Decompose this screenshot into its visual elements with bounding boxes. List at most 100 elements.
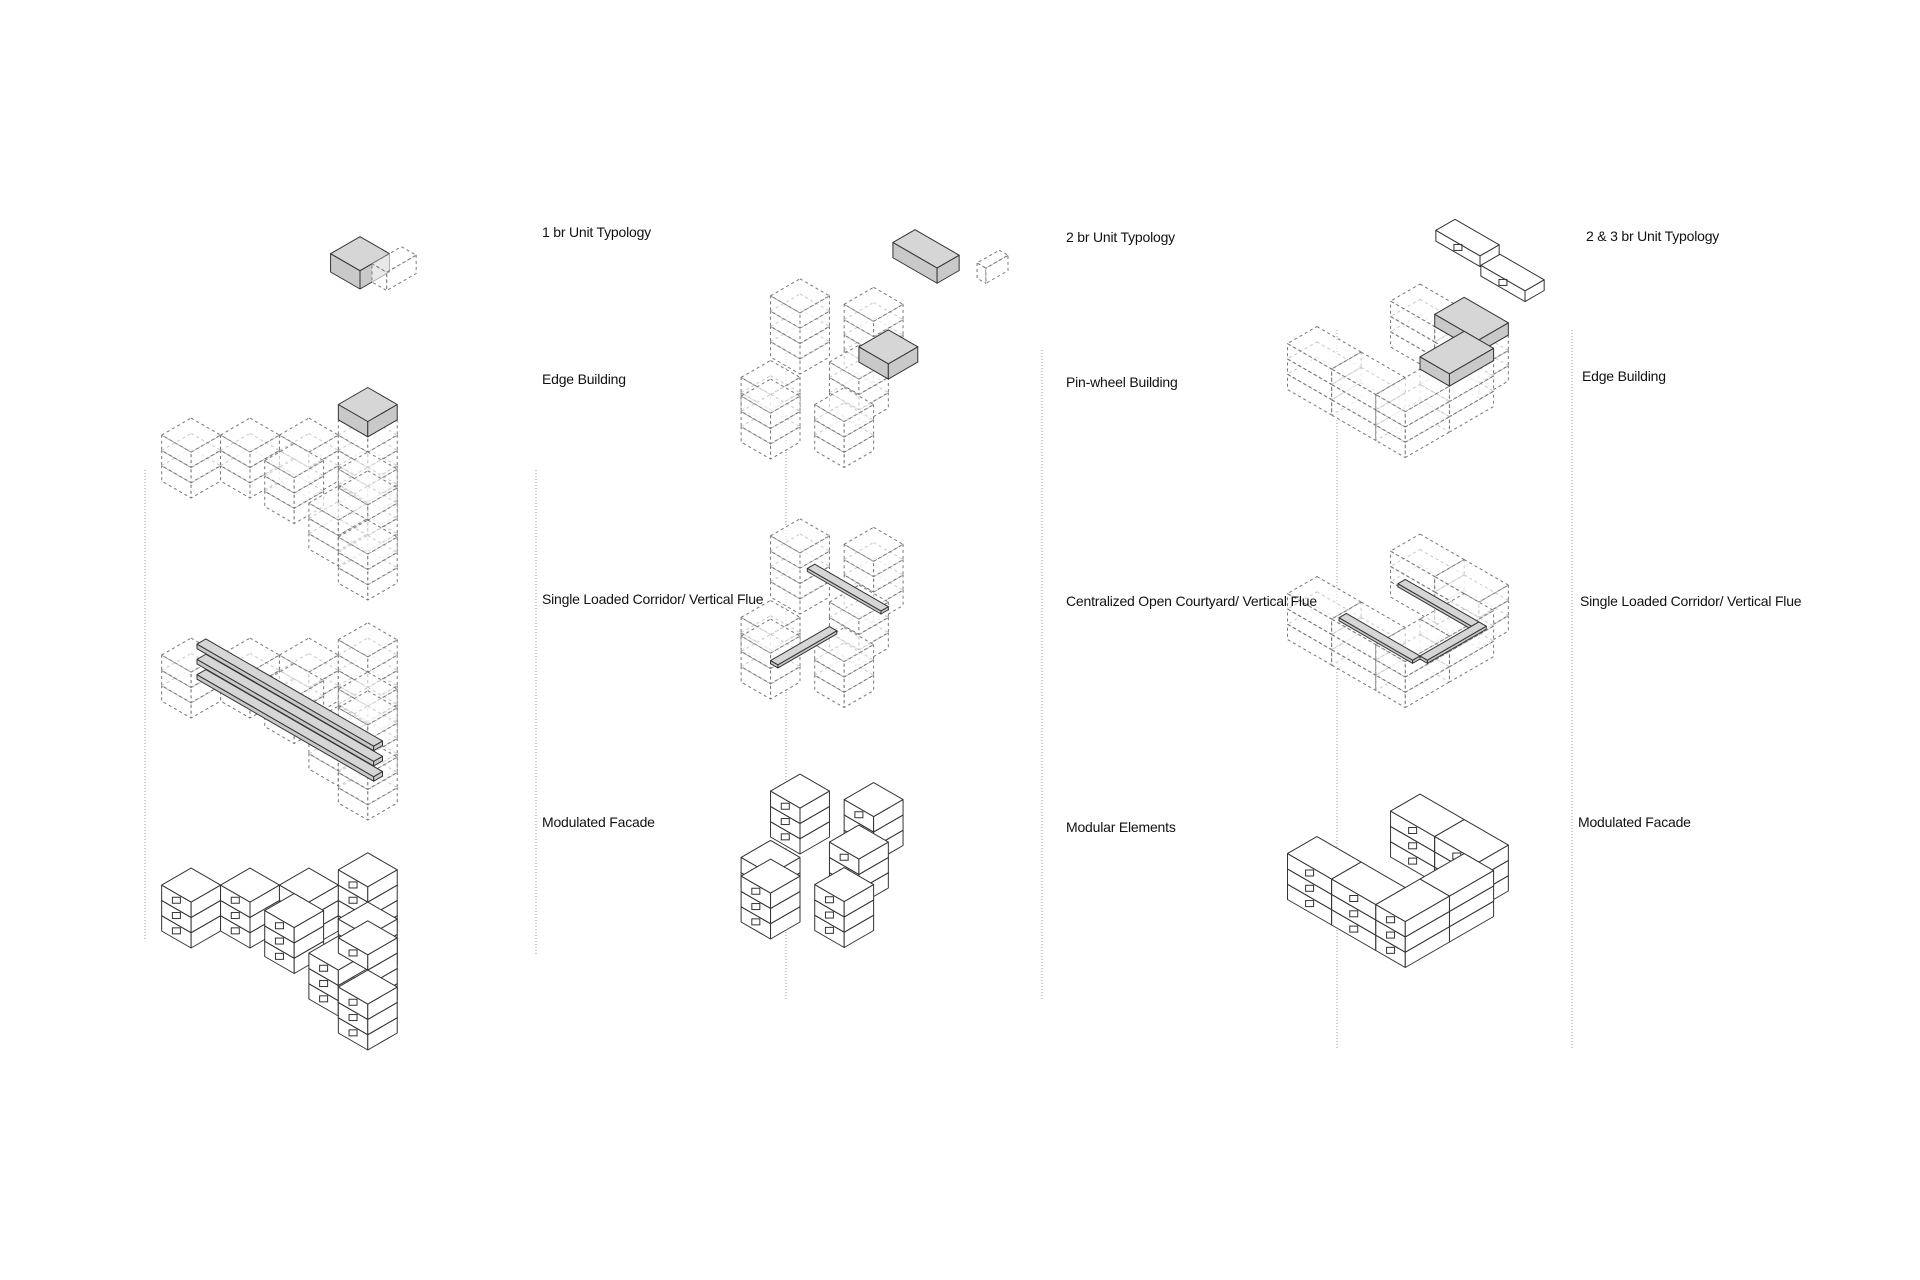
window-icon — [1453, 243, 1463, 251]
label-1br-unit-typology: 1 br Unit Typology — [542, 224, 651, 240]
dashed-unit-box-side — [1404, 385, 1450, 428]
window-icon — [1498, 278, 1508, 286]
window-icon — [348, 1014, 358, 1022]
dashed-unit-box-side — [1404, 400, 1450, 443]
window-icon — [1408, 827, 1418, 834]
dashed-unit-box-side — [386, 254, 417, 291]
solid-unit-box-top — [337, 969, 398, 1005]
window-icon — [348, 896, 358, 904]
label-corridor-flue-3: Single Loaded Corridor/ Vertical Flue — [1580, 593, 1802, 609]
dashed-unit-box-side — [190, 685, 222, 719]
window-icon — [348, 881, 358, 889]
dashed-unit-box-top — [337, 470, 398, 506]
dashed-unit-box-side — [190, 449, 222, 484]
dashed-unit-box-side — [799, 325, 830, 360]
window-icon — [824, 926, 834, 934]
dashed-unit-box-side — [1404, 666, 1450, 708]
solid-unit-box-top — [1375, 878, 1450, 923]
dashed-unit-box-top — [371, 246, 417, 273]
solid-unit-box-top — [337, 920, 398, 956]
window-icon — [230, 912, 240, 920]
dashed-unit-box-side — [843, 674, 875, 708]
window-icon — [319, 980, 329, 988]
window-icon — [1305, 900, 1315, 908]
dashed-unit-box-top — [814, 387, 875, 423]
solid-unit-box-top — [828, 824, 889, 860]
dashed-unit-box-top — [770, 278, 830, 314]
window-icon — [854, 811, 864, 819]
window-icon — [1408, 842, 1418, 850]
dashed-unit-box-top — [220, 417, 280, 453]
window-icon — [1305, 869, 1315, 877]
dashed-unit-box-side — [770, 426, 801, 460]
solid-unit-box-top — [770, 773, 830, 809]
window-icon — [751, 903, 761, 911]
dashed-unit-box-top — [1434, 559, 1509, 603]
window-icon — [274, 952, 284, 960]
label-courtyard-flue: Centralized Open Courtyard/ Vertical Flu… — [1066, 593, 1317, 609]
highlighted-unit-box-top — [892, 229, 960, 269]
dashed-unit-box-top — [264, 443, 325, 479]
dashed-unit-box-side — [293, 475, 325, 509]
window-icon — [780, 833, 790, 841]
dashed-unit-box-top — [843, 286, 904, 322]
dashed-unit-box-side — [190, 434, 222, 468]
window-icon — [274, 937, 284, 945]
label-modulated-facade-3: Modulated Facade — [1578, 814, 1691, 830]
dashed-unit-box-top — [161, 417, 222, 453]
solid-unit-box-top — [843, 782, 904, 818]
dashed-unit-box-top — [740, 618, 801, 654]
solid-unit-box-top — [740, 858, 801, 894]
dashed-unit-box-side — [1404, 416, 1450, 458]
dashed-unit-box-top — [976, 249, 1009, 269]
solid-unit-box-top — [161, 867, 222, 903]
window-icon — [824, 896, 834, 904]
label-modulated-facade-1: Modulated Facade — [542, 814, 655, 830]
window-icon — [780, 802, 790, 810]
highlighted-unit-box-top — [1419, 330, 1495, 375]
solid-unit-box-top — [814, 867, 875, 903]
dashed-unit-box-side — [367, 536, 398, 570]
dashed-unit-box-side — [799, 535, 830, 569]
highlighted-unit-box-top — [770, 626, 838, 666]
dashed-unit-box-side — [843, 404, 875, 438]
dashed-unit-box-side — [367, 787, 398, 821]
window-icon — [171, 896, 181, 904]
label-2br-unit-typology: 2 br Unit Typology — [1066, 229, 1175, 245]
window-icon — [839, 853, 849, 861]
dashed-unit-box-side — [799, 341, 830, 375]
highlighted-unit-box-top — [1419, 621, 1487, 661]
dashed-unit-box-side — [843, 434, 875, 468]
dashed-unit-box-side — [799, 581, 830, 615]
highlighted-unit-box-top — [337, 387, 398, 422]
dashed-unit-box-side — [873, 559, 904, 593]
window-icon — [274, 922, 284, 930]
highlighted-unit-box-top — [1338, 612, 1421, 661]
dashed-unit-box-side — [843, 644, 875, 678]
dashed-unit-box-top — [337, 622, 398, 658]
window-icon — [1386, 946, 1396, 954]
label-pinwheel-building: Pin-wheel Building — [1066, 374, 1178, 390]
window-icon — [751, 887, 761, 895]
label-modular-elements: Modular Elements — [1066, 819, 1176, 835]
solid-unit-box-top — [337, 852, 398, 888]
label-edge-building-3: Edge Building — [1582, 368, 1666, 384]
highlighted-unit-box-top — [806, 563, 889, 612]
solid-unit-box-top — [220, 867, 280, 903]
window-icon — [348, 1029, 358, 1037]
dashed-unit-box-side — [770, 395, 801, 429]
dashed-unit-box-top — [337, 519, 398, 555]
dashed-unit-box-side — [799, 295, 830, 329]
window-icon — [171, 927, 181, 935]
dashed-unit-box-side — [843, 419, 875, 453]
dashed-unit-box-side — [249, 434, 280, 468]
dashed-unit-box-side — [190, 465, 222, 499]
dashed-unit-box-top — [337, 690, 398, 726]
dashed-unit-box-side — [1404, 650, 1450, 693]
window-icon — [348, 949, 358, 957]
dashed-unit-box-top — [1375, 368, 1450, 413]
dashed-unit-box-side — [770, 410, 801, 445]
window-icon — [1305, 884, 1315, 892]
highlighted-unit-box-top — [858, 329, 919, 365]
